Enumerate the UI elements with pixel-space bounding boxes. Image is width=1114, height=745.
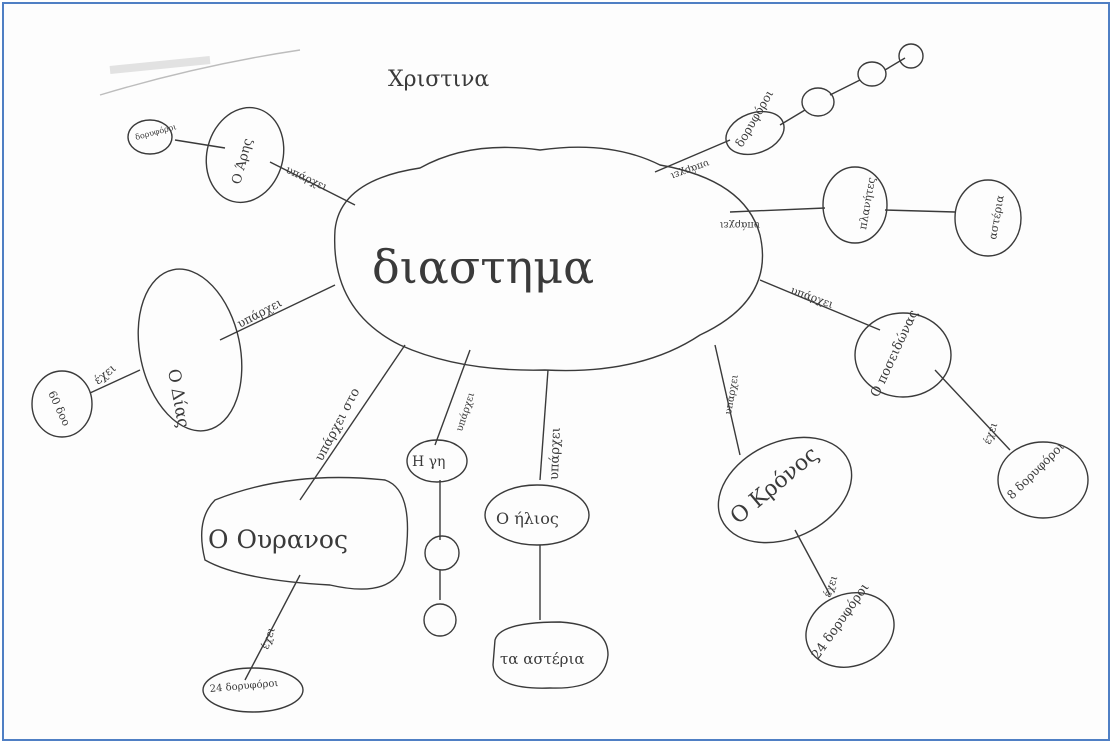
node-ares-label: Ο Άρης [229,137,256,186]
node-moons-top-label: δορυφόροι [134,122,177,142]
node-neptune-has-label: 8 δορυφόροι [1004,439,1067,502]
node-jupiter-label: Ο Δίας [163,367,193,429]
link-label-neptune-has: έχει [981,421,1001,446]
node-star-node-label: αστέρια [986,193,1007,240]
node-saturn-has-label: 24 δορυφόροι [809,580,873,662]
node-saturn-has-shape [805,592,895,668]
node-saturn-shape [717,436,853,544]
link-label-uranus: υπάρχει στο [312,386,363,464]
link-label-sun: υπάρχει [547,427,564,480]
node-stars-label: τα αστέρια [500,650,584,668]
sketch-smudge [109,56,211,74]
node-earth-moon-shape [424,535,460,571]
node-neptune-label: Ο ποσειδώνας [868,308,921,400]
node-uranus-label: Ο Ουρανος [208,525,348,554]
link-label-jupiter-has: έχει [91,361,119,388]
node-planets-label: πλανήτες [856,176,878,230]
node-venus-shape [725,110,785,156]
node-jupiter-shape [137,268,243,432]
link-label-earth: υπάρχει [454,391,477,433]
link-label-planets: υπάρχει [719,219,760,230]
link-label-uranus-has: έχει [258,626,277,651]
node-jupiter-has-shape [31,370,93,438]
node-sun-label: Ο ήλιος [496,509,559,528]
node-moons-top-shape [127,119,173,155]
node-saturn-label: Ο Κρόνος [726,442,824,530]
link-label-saturn-has: έχει [821,574,841,599]
link-label-neptune: υπάρχει [789,284,835,311]
node-stars-shape [492,621,609,689]
node-uranus-has-label: 24 δορυφόροι [209,678,279,695]
node-earth-small-shape [423,603,457,637]
node-planets-shape [822,166,888,244]
center-label: διαστημα [372,240,594,294]
node-neptune-has-shape [997,441,1089,519]
node-ares-shape [205,106,285,204]
link-label-saturn: υπάρχει [723,374,741,416]
sketch-stroke [99,49,301,96]
node-small1-shape [801,87,835,117]
node-small3-shape [898,43,924,69]
center-cloud [333,146,764,372]
node-uranus-has-shape [202,667,304,713]
author-name: Χριστινα [388,67,489,92]
node-earth-label: Η γη [412,454,445,470]
node-neptune-shape [854,312,952,398]
node-jupiter-has-label: 60 δοο [45,389,73,429]
node-small2-shape [857,61,887,87]
node-earth-shape [406,439,468,483]
connector-lines [89,57,1011,681]
node-sun-shape [484,484,590,546]
node-uranus-shape [200,476,409,590]
link-label-ares: υπάρχει [284,163,330,194]
node-star-node-shape [954,179,1022,257]
